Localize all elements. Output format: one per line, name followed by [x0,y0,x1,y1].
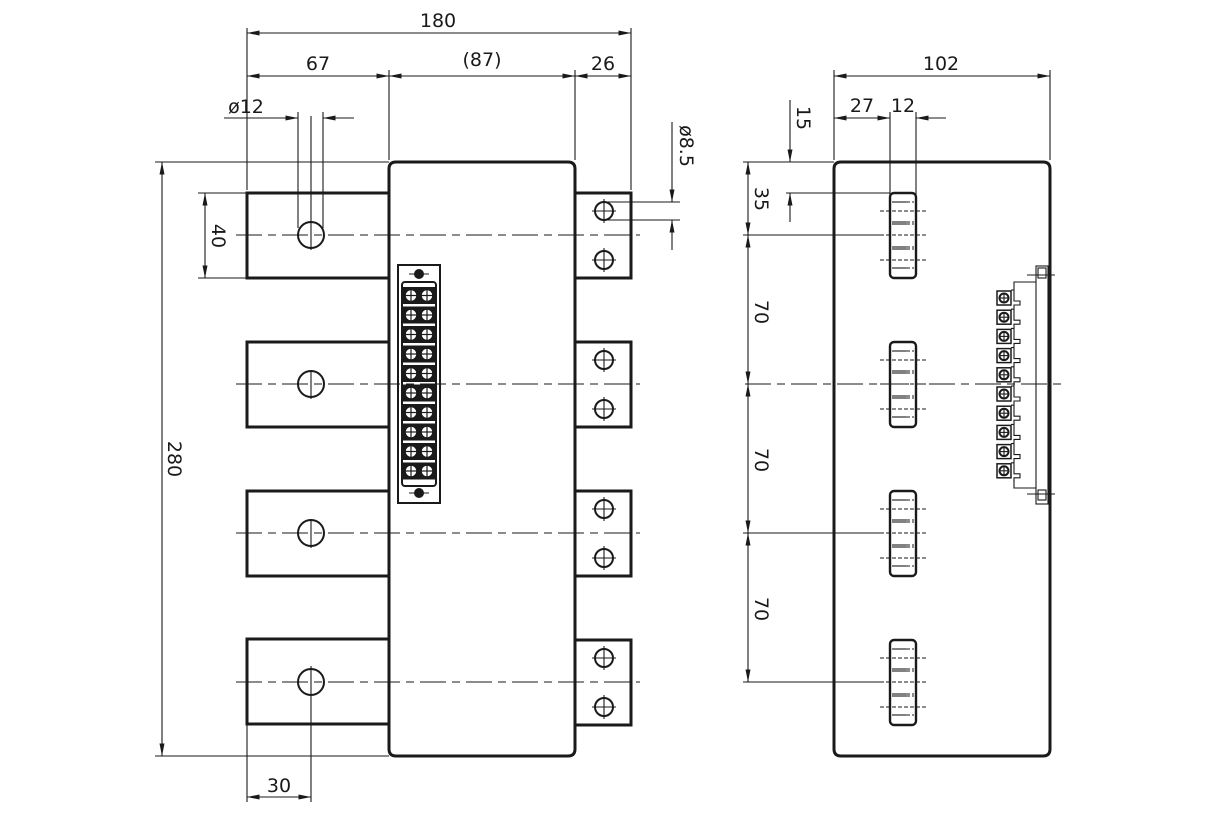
dim-pitch-1: 70 [750,300,772,324]
terminal-hole [592,646,616,670]
terminal-hole [592,348,616,372]
front-center-lines [236,116,640,802]
connector-pin [996,385,1021,405]
dim-busbar-length: 67 [306,53,330,75]
side-slots [880,191,928,727]
side-slot [880,191,928,280]
dim-busbar-height: 40 [207,224,229,248]
connector-pin [996,404,1021,425]
dim-terminal-width: 26 [591,53,615,75]
terminal-block [397,264,441,504]
front-dimension-lines [159,30,675,800]
side-connector [996,265,1055,505]
dim-slot-offset: 27 [850,95,874,117]
side-dimension-lines [745,73,1050,682]
terminal-hole [592,695,616,719]
dim-bolt-hole-diameter: ø12 [228,96,264,118]
side-slot [880,638,928,727]
side-dimension-labels: 102 27 12 15 35 70 70 70 [750,53,959,621]
terminal-hole [592,546,616,570]
dim-slot-width: 12 [891,95,915,117]
side-extension-lines [743,70,1051,683]
dim-pitch-2: 70 [750,448,772,472]
terminal-hole [592,397,616,421]
dim-first-center: 35 [750,187,772,211]
right-terminals [575,191,633,727]
dim-slot-top-offset: 15 [792,106,814,130]
terminal-hole [592,497,616,521]
terminal-plate [575,340,633,429]
dim-overall-height: 280 [163,441,185,477]
dim-overall-depth: 102 [923,53,959,75]
dim-terminal-hole-diameter: ø8.5 [675,125,697,167]
connector-pin [996,366,1021,386]
dim-pitch-3: 70 [750,597,772,621]
connector-pin [996,443,1021,463]
left-busbars [245,191,389,726]
dim-hole-offset: 30 [267,775,291,797]
front-extension-lines [155,28,680,802]
connector-pin [996,308,1021,329]
terminal-hole [592,199,616,223]
terminal-plate [575,489,633,578]
terminal-plate [575,638,633,727]
connector-pin [996,289,1021,309]
front-dimension-labels: 180 67 (87) 26 ø12 ø8.5 40 280 30 [163,10,697,797]
side-slot [880,489,928,578]
front-view: 180 67 (87) 26 ø12 ø8.5 40 280 30 [155,10,697,802]
terminal-plate [575,191,633,280]
terminal-hole [592,248,616,272]
dim-overall-width: 180 [420,10,456,32]
side-view: 102 27 12 15 35 70 70 70 [743,53,1062,758]
connector-pin [996,462,1021,482]
connector-pin [996,327,1021,348]
connector-pin [996,347,1021,367]
side-body-outline [832,160,1052,758]
main-body-outline [387,160,577,758]
connector-pin [996,423,1021,444]
dim-body-width: (87) [462,49,501,71]
